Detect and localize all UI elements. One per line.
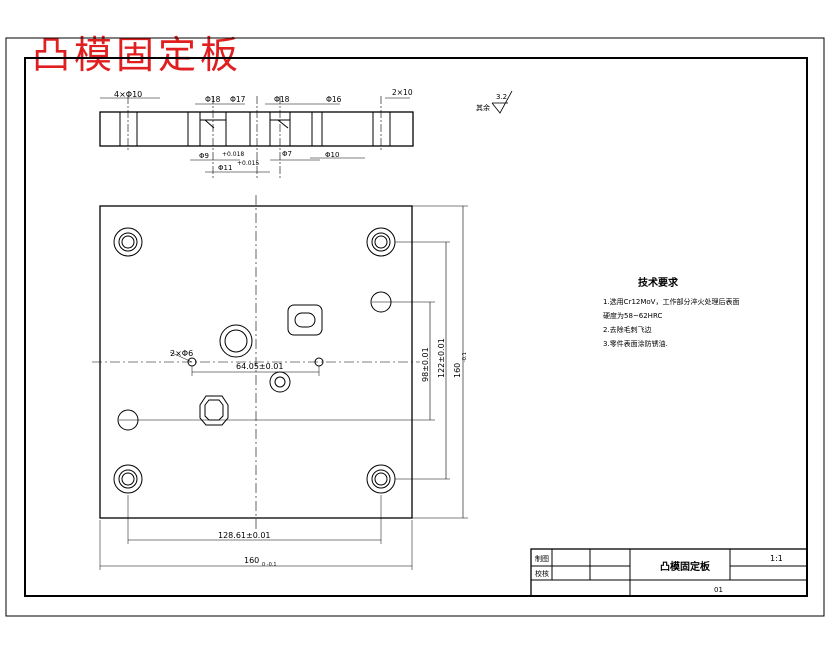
corner-hole-tl [113,227,143,257]
title-checked-label: 校核 [535,569,549,578]
dim-d11: Φ11 [218,164,232,172]
tol-a: +0.018 [222,151,244,158]
corner-hole-tr [366,227,396,257]
dim-bottom-pitch: 128.61±0.01 [218,531,271,540]
dim-overall-height: 160 [453,363,462,378]
tech-req-item-3: 2.去除毛刺飞边 [603,325,652,334]
tol-b: +0.015 [237,160,259,167]
dim-d16: Φ16 [326,95,342,104]
outer-frame [5,37,825,617]
corner-hole-bl [113,464,143,494]
dim-d17: Φ17 [230,95,246,104]
dim-d10: Φ10 [325,151,339,159]
inner-frame [24,57,808,597]
dim-d9: Φ9 [199,152,209,160]
roughness-label: 其余 [476,103,490,112]
dim-vert-pitch: 122±0.01 [437,338,446,378]
title-drawn-label: 制图 [535,554,549,563]
dim-overall-width: 160 [244,556,259,565]
dim-vert-inner: 98±0.01 [421,347,430,382]
tech-req-item-2: 硬度为58~62HRC [603,311,662,320]
dim-horiz-pitch: 64.05±0.01 [236,362,283,371]
dim-pin-holes: 2×Φ6 [170,349,193,358]
dim-d7: Φ7 [282,150,292,158]
tech-req-title: 技术要求 [638,276,679,289]
tech-req-item-4: 3.零件表面涂防锈油. [603,339,668,348]
obround-slot [287,304,323,336]
corner-hole-br [366,464,396,494]
dim-slots-2x: 2×10 [392,88,413,97]
title-drawing-no: 01 [714,586,723,594]
roughness-symbol [491,90,513,114]
punch-hole-small [269,371,291,393]
title-part-name: 凸模固定板 [660,560,711,573]
dim-width-tol: 0 -0.1 [262,562,277,568]
hex-slot [199,395,229,426]
top-section-view [99,96,414,178]
overlay-title: 凸模固定板 [32,33,243,77]
dim-holes-4x: 4×Φ10 [114,90,142,99]
title-scale: 1:1 [770,554,783,563]
plan-view [92,195,468,570]
dim-d18-left: Φ18 [205,95,221,104]
tech-req-item-1: 1.选用Cr12MoV，工作部分淬火处理后表面 [603,297,739,306]
roughness-value: 3.2 [496,93,507,101]
dim-d18-right: Φ18 [274,95,290,104]
title-block [530,548,808,597]
dim-height-tol: -0.1 [462,352,468,362]
punch-hole-large [219,324,253,358]
